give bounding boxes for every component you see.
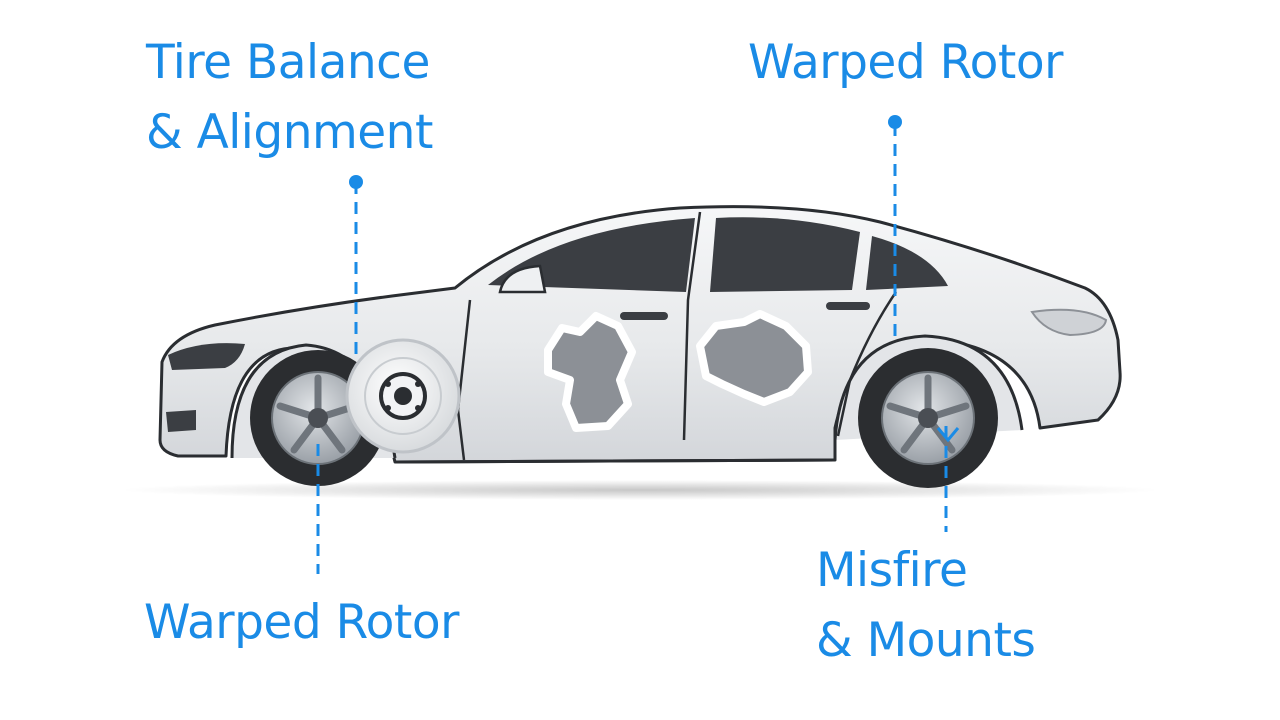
side-mirror [498, 264, 547, 294]
rear-door-line [836, 291, 898, 437]
damage-patch-rear-door [696, 310, 812, 406]
quarter-window [866, 236, 948, 290]
rocker-panel [394, 458, 836, 464]
misfire-pointer [936, 427, 960, 443]
callout-tire-balance-line1: Tire Balance [146, 35, 430, 90]
sedan-side-view-icon [158, 205, 1122, 488]
rear-door-handle [826, 302, 870, 310]
ground-shadow [120, 480, 1160, 500]
callout-warped-rotor-top: Warped Rotor [748, 28, 1063, 98]
rear-wheel [858, 348, 998, 488]
dot-warped-rotor-top [888, 115, 902, 129]
b-pillar [682, 211, 702, 441]
damage-patch-front-door [544, 312, 636, 432]
rear-window [710, 217, 860, 292]
callout-tire-balance-line2: & Alignment [146, 105, 433, 160]
callout-misfire-line2: & Mounts [816, 613, 1036, 668]
leader-lines [316, 124, 948, 574]
front-vent [166, 410, 196, 432]
leader-dots [349, 115, 902, 189]
body-damage-patch-icon [544, 310, 812, 432]
callout-warped-rotor-top-label: Warped Rotor [748, 35, 1063, 90]
callout-misfire-line1: Misfire [816, 543, 968, 598]
callout-tire-balance-alignment: Tire Balance & Alignment [146, 28, 433, 168]
dot-tire-balance [349, 175, 363, 189]
callout-warped-rotor-bottom-label: Warped Rotor [144, 595, 459, 650]
tail-light [1030, 308, 1108, 337]
headlight [168, 343, 245, 370]
front-door-handle [620, 312, 668, 320]
brake-rotor-icon [345, 338, 461, 454]
callout-misfire-mounts: Misfire & Mounts [816, 536, 1036, 676]
callout-warped-rotor-bottom: Warped Rotor [144, 588, 459, 658]
